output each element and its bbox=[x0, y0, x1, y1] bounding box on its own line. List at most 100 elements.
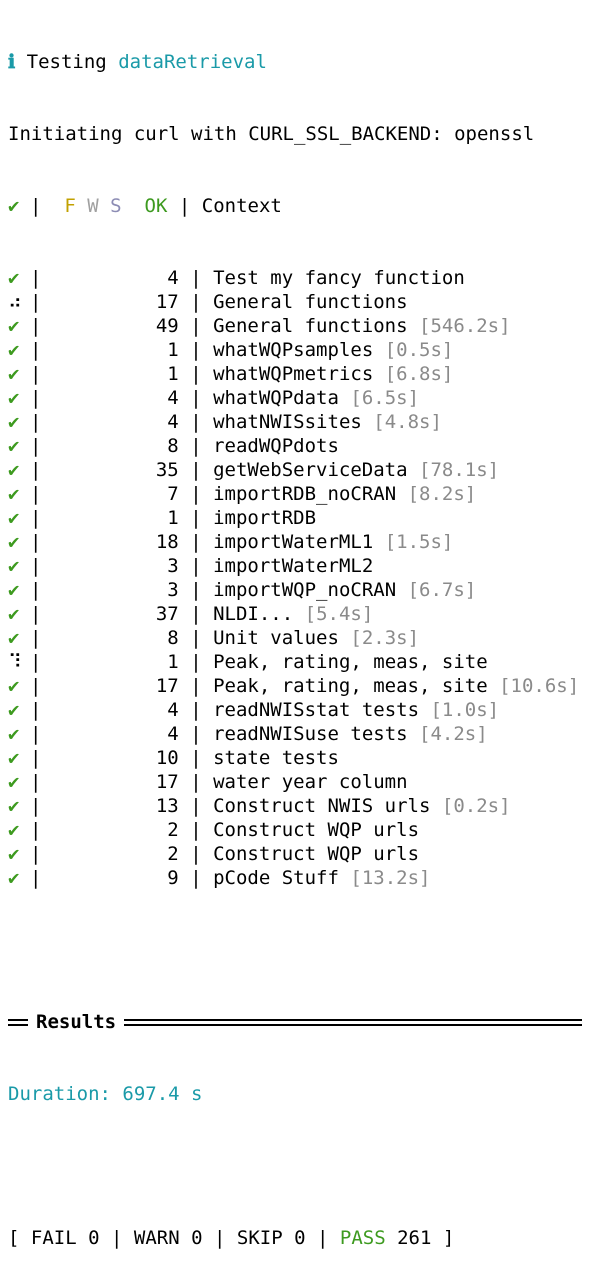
check-icon: ✔ bbox=[8, 747, 20, 769]
ok-count: 4 bbox=[167, 723, 179, 745]
header-ok: OK bbox=[144, 195, 168, 217]
ok-count: 17 bbox=[155, 771, 179, 793]
ok-count: 2 bbox=[167, 843, 179, 865]
context-label: getWebServiceData bbox=[213, 459, 408, 481]
table-header: ✔| F W S OK | Context bbox=[8, 194, 588, 218]
context-label: readNWISuse tests bbox=[213, 723, 408, 745]
warn-count: 0 bbox=[191, 1227, 203, 1249]
row-separator: | bbox=[190, 411, 202, 433]
ok-count: 3 bbox=[167, 579, 179, 601]
row-separator: | bbox=[30, 483, 42, 505]
row-separator: | bbox=[30, 339, 42, 361]
test-row: ⠹| 1 | Peak, rating, meas, site bbox=[8, 650, 588, 674]
test-row: ✔| 9 | pCode Stuff [13.2s] bbox=[8, 866, 588, 890]
check-icon: ✔ bbox=[8, 795, 20, 817]
row-separator: | bbox=[190, 699, 202, 721]
context-label: readNWISstat tests bbox=[213, 699, 420, 721]
context-label: Peak, rating, meas, site bbox=[213, 675, 488, 697]
package-name: dataRetrieval bbox=[118, 51, 267, 73]
check-icon: ✔ bbox=[8, 603, 20, 625]
row-separator: | bbox=[30, 771, 42, 793]
ok-count: 4 bbox=[167, 411, 179, 433]
test-row: ✔| 1 | importRDB bbox=[8, 506, 588, 530]
check-icon: ✔ bbox=[8, 627, 20, 649]
row-separator: | bbox=[190, 843, 202, 865]
spinner-icon: ⠴ bbox=[8, 291, 22, 313]
row-separator: | bbox=[30, 819, 42, 841]
check-icon: ✔ bbox=[8, 843, 20, 865]
row-separator: | bbox=[190, 747, 202, 769]
ok-count: 1 bbox=[167, 363, 179, 385]
check-icon: ✔ bbox=[8, 315, 20, 337]
context-label: importWQP_noCRAN bbox=[213, 579, 397, 601]
curl-line: Initiating curl with CURL_SSL_BACKEND: o… bbox=[8, 123, 535, 145]
row-separator: | bbox=[190, 723, 202, 745]
context-label: importRDB_noCRAN bbox=[213, 483, 397, 505]
row-separator: | bbox=[190, 675, 202, 697]
context-label: pCode Stuff bbox=[213, 867, 339, 889]
duration-badge: [6.8s] bbox=[384, 363, 454, 385]
duration-badge: [13.2s] bbox=[350, 867, 431, 889]
blank-line bbox=[8, 1154, 588, 1178]
blank-line bbox=[8, 938, 588, 962]
context-label: NLDI... bbox=[213, 603, 294, 625]
duration-value: 697.4 s bbox=[122, 1083, 203, 1105]
ok-count: 8 bbox=[167, 435, 179, 457]
header-context: Context bbox=[201, 195, 282, 217]
summary-line: [ FAIL 0 | WARN 0 | SKIP 0 | PASS 261 ] bbox=[8, 1227, 455, 1249]
terminal-output: ℹ Testing dataRetrieval Initiating curl … bbox=[8, 2, 588, 1274]
check-icon: ✔ bbox=[8, 387, 20, 409]
duration-badge: [4.8s] bbox=[373, 411, 442, 433]
test-row: ✔| 3 | importWaterML2 bbox=[8, 554, 588, 578]
context-label: importWaterML1 bbox=[213, 531, 374, 553]
test-row: ✔| 35 | getWebServiceData [78.1s] bbox=[8, 458, 588, 482]
context-label: Peak, rating, meas, site bbox=[213, 651, 488, 673]
ok-count: 7 bbox=[167, 483, 179, 505]
duration-badge: [0.5s] bbox=[384, 339, 454, 361]
context-label: General functions bbox=[213, 315, 408, 337]
test-row: ✔| 17 | water year column bbox=[8, 770, 588, 794]
ok-count: 1 bbox=[167, 507, 179, 529]
test-row: ✔| 3 | importWQP_noCRAN [6.7s] bbox=[8, 578, 588, 602]
test-row: ✔| 4 | readNWISstat tests [1.0s] bbox=[8, 698, 588, 722]
test-row: ✔| 4 | Test my fancy function bbox=[8, 266, 588, 290]
check-icon: ✔ bbox=[8, 363, 20, 385]
ok-count: 10 bbox=[155, 747, 179, 769]
context-label: General functions bbox=[213, 291, 408, 313]
header-separator: | bbox=[30, 195, 42, 217]
row-separator: | bbox=[30, 603, 42, 625]
context-label: whatWQPsamples bbox=[213, 339, 374, 361]
context-label: Construct NWIS urls bbox=[213, 795, 431, 817]
ok-count: 3 bbox=[167, 555, 179, 577]
row-separator: | bbox=[30, 579, 42, 601]
check-icon: ✔ bbox=[8, 459, 20, 481]
duration-badge: [1.0s] bbox=[430, 699, 500, 721]
check-icon: ✔ bbox=[8, 675, 20, 697]
row-separator: | bbox=[190, 603, 202, 625]
duration-badge: [78.1s] bbox=[419, 459, 500, 481]
row-separator: | bbox=[190, 867, 202, 889]
duration-badge: [6.7s] bbox=[407, 579, 477, 601]
ok-count: 8 bbox=[167, 627, 179, 649]
row-separator: | bbox=[190, 795, 202, 817]
row-separator: | bbox=[190, 267, 202, 289]
fail-count: 0 bbox=[88, 1227, 100, 1249]
header-check-icon: ✔ bbox=[8, 195, 20, 217]
info-icon: ℹ bbox=[8, 51, 16, 73]
row-separator: | bbox=[190, 387, 202, 409]
duration-badge: [0.2s] bbox=[441, 795, 511, 817]
rule-fill bbox=[124, 1018, 582, 1026]
context-label: Construct WQP urls bbox=[213, 819, 420, 841]
ok-count: 9 bbox=[167, 867, 179, 889]
test-rows: ✔| 4 | Test my fancy function⠴| 17 | Gen… bbox=[8, 266, 588, 890]
row-separator: | bbox=[30, 555, 42, 577]
duration-badge: [8.2s] bbox=[407, 483, 477, 505]
context-label: Test my fancy function bbox=[213, 267, 465, 289]
duration-badge: [2.3s] bbox=[350, 627, 420, 649]
row-separator: | bbox=[30, 651, 42, 673]
context-label: water year column bbox=[213, 771, 408, 793]
check-icon: ✔ bbox=[8, 507, 20, 529]
row-separator: | bbox=[190, 507, 202, 529]
row-separator: | bbox=[30, 795, 42, 817]
test-row: ✔| 7 | importRDB_noCRAN [8.2s] bbox=[8, 482, 588, 506]
